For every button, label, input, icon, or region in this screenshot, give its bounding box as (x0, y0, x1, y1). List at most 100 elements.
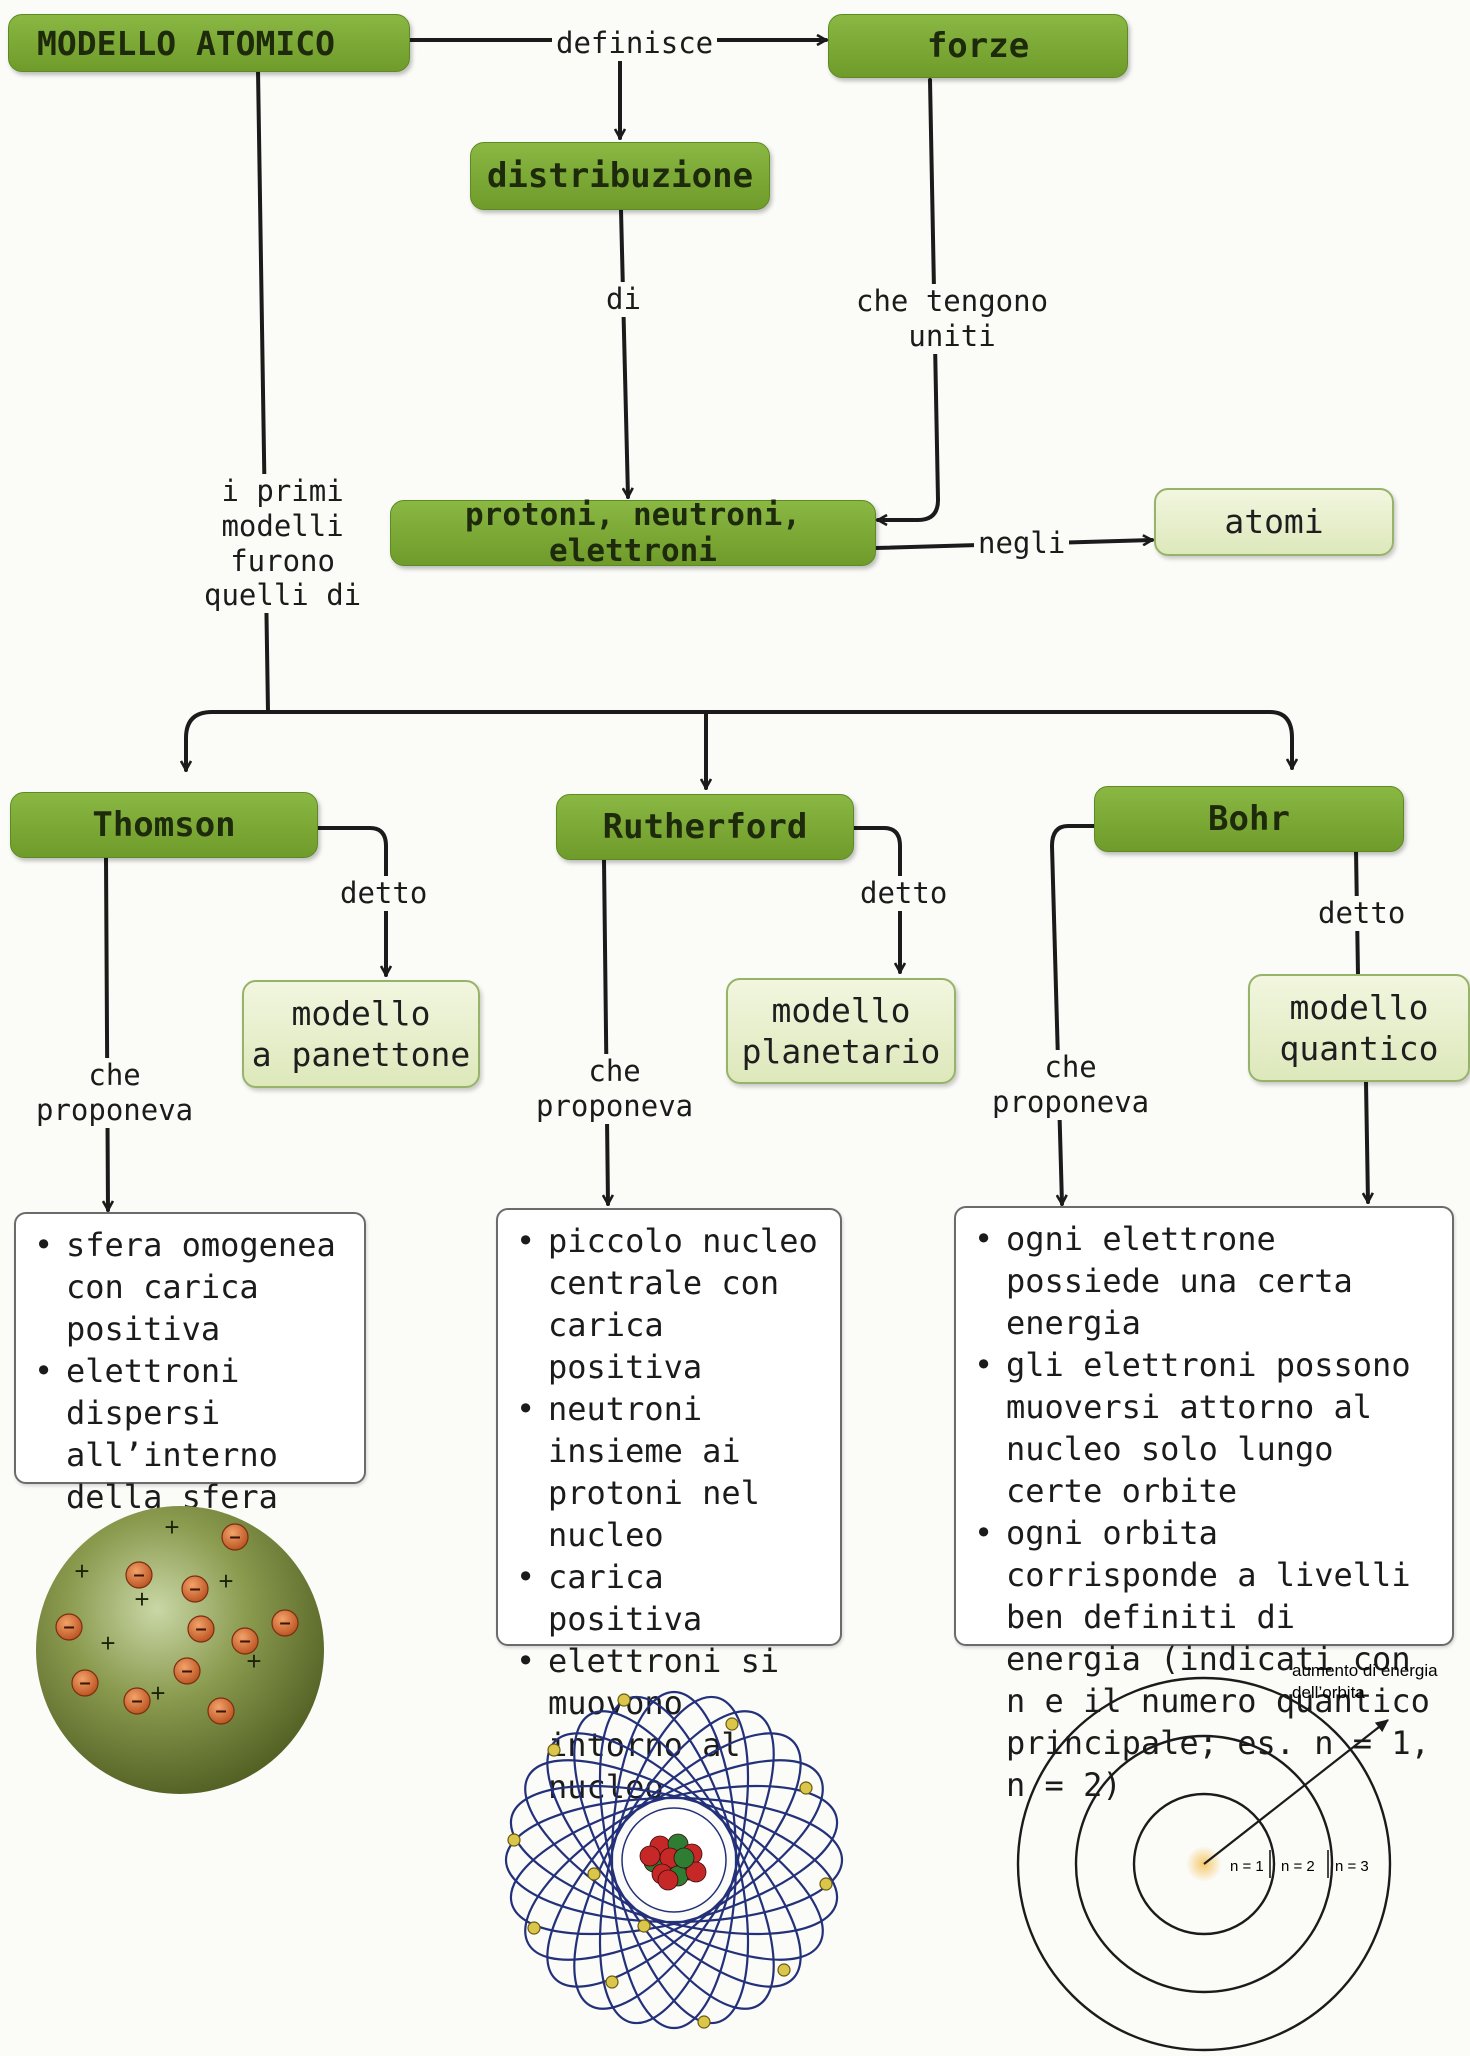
svg-text:–: – (215, 1700, 226, 1722)
nucleus (639, 1833, 707, 1891)
orbit-n2 (1074, 1734, 1334, 1994)
electron-icon: – (71, 1669, 99, 1697)
node-modello-panettone-label: modello a panettone (251, 993, 471, 1074)
electron-icon (605, 1975, 619, 1989)
orbit-n1 (1132, 1792, 1276, 1936)
electron-icon (777, 1963, 791, 1977)
electron-icon: – (231, 1627, 259, 1655)
electron-icon: – (187, 1615, 215, 1643)
bohr-atom-illustration: aumento di energia dell’orbita n = 1 n =… (1016, 1661, 1438, 2052)
node-modello-planetario: modello planetario (726, 978, 956, 1084)
proton-group: + + + + + + + (74, 1512, 261, 1708)
svg-text:–: – (239, 1630, 250, 1652)
orbit-n3 (1016, 1676, 1392, 2052)
list-item: sfera omogenea con carica positiva (30, 1224, 354, 1350)
label-detto-thomson: detto (336, 876, 432, 911)
electron-icon (507, 1833, 521, 1847)
plus-icon: + (134, 1584, 149, 1614)
list-item: neutroni insieme ai protoni nel nucleo (512, 1388, 830, 1556)
svg-text:–: – (133, 1564, 144, 1586)
list-item: elettroni dispersi all’interno della sfe… (30, 1350, 354, 1518)
node-bohr-label: Bohr (1208, 799, 1290, 839)
plus-icon: + (164, 1512, 179, 1542)
plus-icon: + (218, 1566, 233, 1596)
node-atomi: atomi (1154, 488, 1394, 556)
label-di: di (602, 282, 645, 317)
electron-icon (637, 1919, 651, 1933)
electron-icon (587, 1867, 601, 1881)
node-modello-atomico-label: MODELLO ATOMICO (37, 23, 336, 63)
list-item: ogni orbita corrisponde a livelli ben de… (970, 1512, 1442, 1806)
electron-group (507, 1693, 833, 2029)
node-distribuzione-label: distribuzione (486, 156, 754, 196)
thomson-list: sfera omogenea con carica positiva elett… (14, 1212, 366, 1516)
plus-icon: + (74, 1556, 89, 1586)
orbit-path (573, 1710, 775, 2010)
label-che-proponeva-thomson: che proponeva (32, 1058, 198, 1128)
plus-icon: + (150, 1678, 165, 1708)
list-item: gli elettroni possono muoversi attorno a… (970, 1344, 1442, 1512)
svg-text:–: – (63, 1616, 74, 1638)
rutherford-atom-illustration (504, 1690, 844, 2030)
node-forze: forze (828, 14, 1128, 78)
electron-icon: – (55, 1613, 83, 1641)
plus-icon: + (246, 1646, 261, 1676)
electron-icon (547, 1743, 561, 1757)
label-che-proponeva-rutherford: che proponeva (532, 1054, 698, 1124)
bohr-list: ogni elettrone possiede una certa energi… (954, 1206, 1454, 1804)
orbit-path (546, 1732, 802, 1988)
orbit-path (573, 1710, 775, 2010)
orbit-path (509, 1784, 839, 1936)
node-thomson-label: Thomson (92, 805, 236, 845)
label-n3: n = 3 (1335, 1858, 1369, 1875)
energy-arrow (1203, 1719, 1389, 1865)
electron-icon (819, 1877, 833, 1891)
node-modello-panettone: modello a panettone (242, 980, 480, 1088)
list-item: piccolo nucleo centrale con carica posit… (512, 1220, 830, 1388)
thomson-atom-illustration: ––––––––––– +++++++ (36, 1506, 324, 1794)
electron-icon: – (221, 1523, 249, 1551)
rutherford-list: piccolo nucleo centrale con carica posit… (496, 1208, 842, 1806)
electron-icon: – (181, 1575, 209, 1603)
electron-icon: – (123, 1687, 151, 1715)
energy-label-2: dell’orbita (1292, 1683, 1365, 1702)
electron-icon (725, 1717, 739, 1731)
nucleon (673, 1847, 695, 1869)
list-item: carica positiva (512, 1556, 830, 1640)
orbit-path (546, 1732, 802, 1988)
nucleon (685, 1861, 707, 1883)
electron-icon (799, 1781, 813, 1795)
orbit-path (509, 1784, 839, 1936)
label-che-proponeva-bohr: che proponeva (988, 1050, 1154, 1120)
svg-text:–: – (195, 1618, 206, 1640)
node-modello-quantico: modello quantico (1248, 974, 1470, 1082)
svg-text:–: – (181, 1660, 192, 1682)
orbit-path (610, 1690, 738, 2030)
node-atomi-label: atomi (1224, 502, 1324, 542)
label-definisce: definisce (552, 26, 718, 61)
label-detto-bohr: detto (1314, 896, 1410, 931)
node-modello-atomico: MODELLO ATOMICO (8, 14, 410, 72)
electron-icon (697, 2015, 711, 2029)
label-primi-modelli: i primi modelli furono quelli di (200, 474, 366, 614)
label-detto-rutherford: detto (856, 876, 952, 911)
label-n2: n = 2 (1281, 1858, 1315, 1875)
arrow-forze-particelle (876, 78, 941, 520)
plus-icon: + (100, 1628, 115, 1658)
nucleon (639, 1845, 661, 1867)
orbit-path (524, 1759, 824, 1961)
electron-icon: – (207, 1697, 235, 1725)
node-particelle: protoni, neutroni, elettroni (390, 497, 876, 569)
label-che-tengono-uniti: che tengono uniti (852, 284, 1053, 354)
node-rutherford: Rutherford (556, 794, 854, 860)
node-rutherford-label: Rutherford (602, 807, 808, 847)
node-thomson: Thomson (10, 792, 318, 858)
node-forze-label: forze (926, 26, 1030, 66)
nucleon (657, 1869, 679, 1891)
electron-icon: – (125, 1561, 153, 1589)
svg-text:–: – (279, 1612, 290, 1634)
orbit-path (504, 1796, 844, 1924)
node-modello-quantico-label: modello quantico (1279, 987, 1439, 1068)
sphere (36, 1506, 324, 1794)
